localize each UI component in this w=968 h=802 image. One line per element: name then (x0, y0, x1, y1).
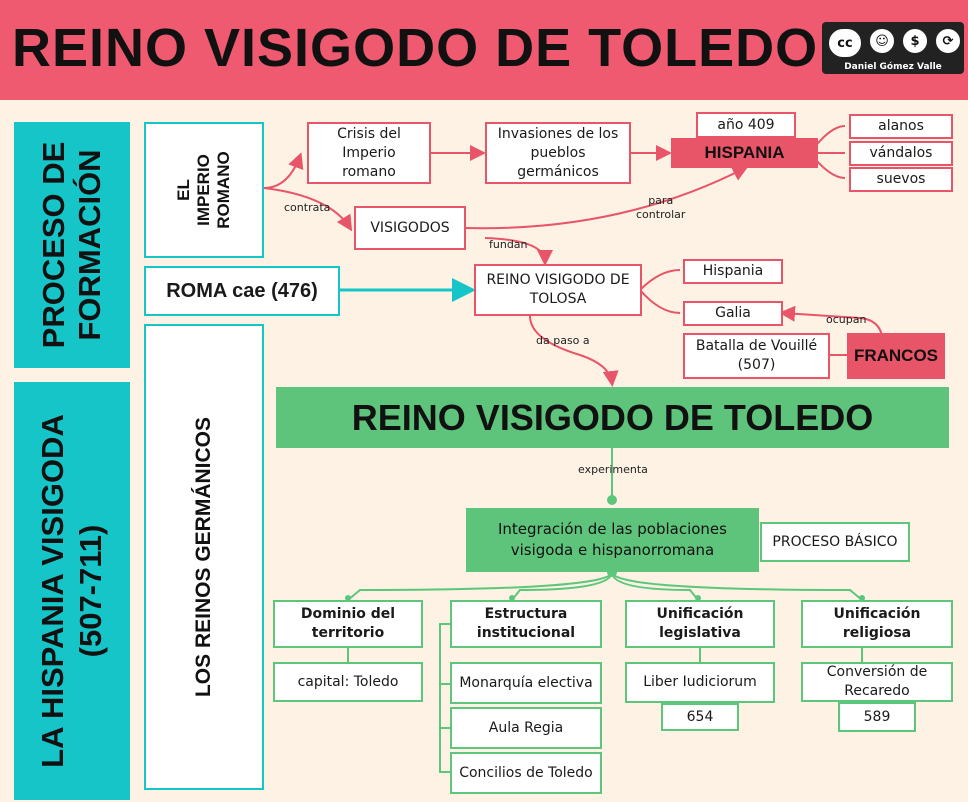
visigodos-box: VISIGODOS (354, 206, 466, 250)
sidebar-proceso-label: PROCESO DE FORMACIÓN (36, 141, 107, 349)
concilios-toledo-box: Concilios de Toledo (450, 752, 602, 794)
ano-409-box: año 409 (696, 112, 796, 138)
sidebar-hispania-line1: LA HISPANIA VISIGODA (35, 414, 70, 768)
experimenta-label: experimenta (578, 463, 648, 476)
proceso-basico-box: PROCESO BÁSICO (760, 522, 910, 562)
hispania-box: HISPANIA (671, 138, 818, 168)
monarquia-electiva-box: Monarquía electiva (450, 662, 602, 704)
suevos-box: suevos (849, 167, 953, 192)
sa-icon: ⟳ (933, 26, 963, 56)
imperio-line-3: ROMANO (214, 151, 233, 229)
invasiones-box: Invasiones de los pueblos germánicos (485, 122, 631, 184)
francos-box: FRANCOS (847, 333, 945, 379)
nc-icon: $ (900, 26, 930, 56)
imperio-line-1: EL (174, 179, 193, 201)
para-line-1: para (648, 194, 674, 207)
reinos-germanicos-box: LOS REINOS GERMÁNICOS (144, 324, 264, 790)
estructura-institucional-box: Estructura institucional (450, 600, 602, 648)
cc-icon: cc (826, 26, 864, 60)
reinos-germanicos-label: LOS REINOS GERMÁNICOS (192, 416, 215, 698)
year-589-box: 589 (838, 702, 916, 732)
toledo-title-box: REINO VISIGODO DE TOLEDO (276, 387, 949, 448)
imperio-romano-box: EL IMPERIO ROMANO (144, 122, 264, 258)
page-title: REINO VISIGODO DE TOLEDO (12, 18, 819, 78)
da-paso-label: da paso a (536, 334, 590, 347)
liber-iudiciorum-box: Liber Iudiciorum (625, 662, 775, 703)
sidebar-hispania: LA HISPANIA VISIGODA (507-711) (14, 382, 130, 800)
ocupan-label: ocupan (826, 313, 867, 326)
integracion-box: Integración de las poblaciones visigoda … (466, 508, 759, 572)
alanos-box: alanos (849, 114, 953, 139)
crisis-box: Crisis del Imperio romano (307, 122, 431, 184)
sidebar-hispania-line2: (507-711) (73, 524, 108, 658)
by-icon: ☺ (867, 26, 897, 56)
capital-toledo-box: capital: Toledo (273, 662, 423, 702)
para-line-2: controlar (636, 208, 686, 221)
galia-box: Galia (683, 301, 783, 326)
sidebar-hispania-label: LA HISPANIA VISIGODA (507-711) (34, 414, 110, 768)
header-bar (0, 0, 968, 100)
tolosa-hispania-box: Hispania (683, 259, 783, 284)
aula-regia-box: Aula Regia (450, 707, 602, 749)
dominio-territorio-box: Dominio del territorio (273, 600, 423, 648)
tolosa-box: REINO VISIGODO DE TOLOSA (474, 264, 642, 316)
roma-cae-box: ROMA cae (476) (144, 266, 340, 316)
unificacion-religiosa-box: Unificación religiosa (801, 600, 953, 648)
license-author: Daniel Gómez Valle (844, 62, 942, 72)
vandalos-box: vándalos (849, 141, 953, 166)
year-654-box: 654 (661, 703, 739, 731)
imperio-line-2: IMPERIO (194, 154, 213, 226)
imperio-romano-label: EL IMPERIO ROMANO (174, 151, 234, 228)
license-badge: cc ☺ $ ⟳ Daniel Gómez Valle (822, 22, 964, 74)
contrata-label: contrata (284, 201, 331, 214)
unificacion-legislativa-box: Unificación legislativa (625, 600, 775, 648)
sidebar-proceso: PROCESO DE FORMACIÓN (14, 122, 130, 368)
para-controlar-label: para controlar (636, 194, 685, 222)
fundan-label: fundan (489, 238, 528, 251)
conversion-recaredo-box: Conversión de Recaredo (801, 662, 953, 702)
vouille-box: Batalla de Vouillé (507) (683, 333, 830, 379)
